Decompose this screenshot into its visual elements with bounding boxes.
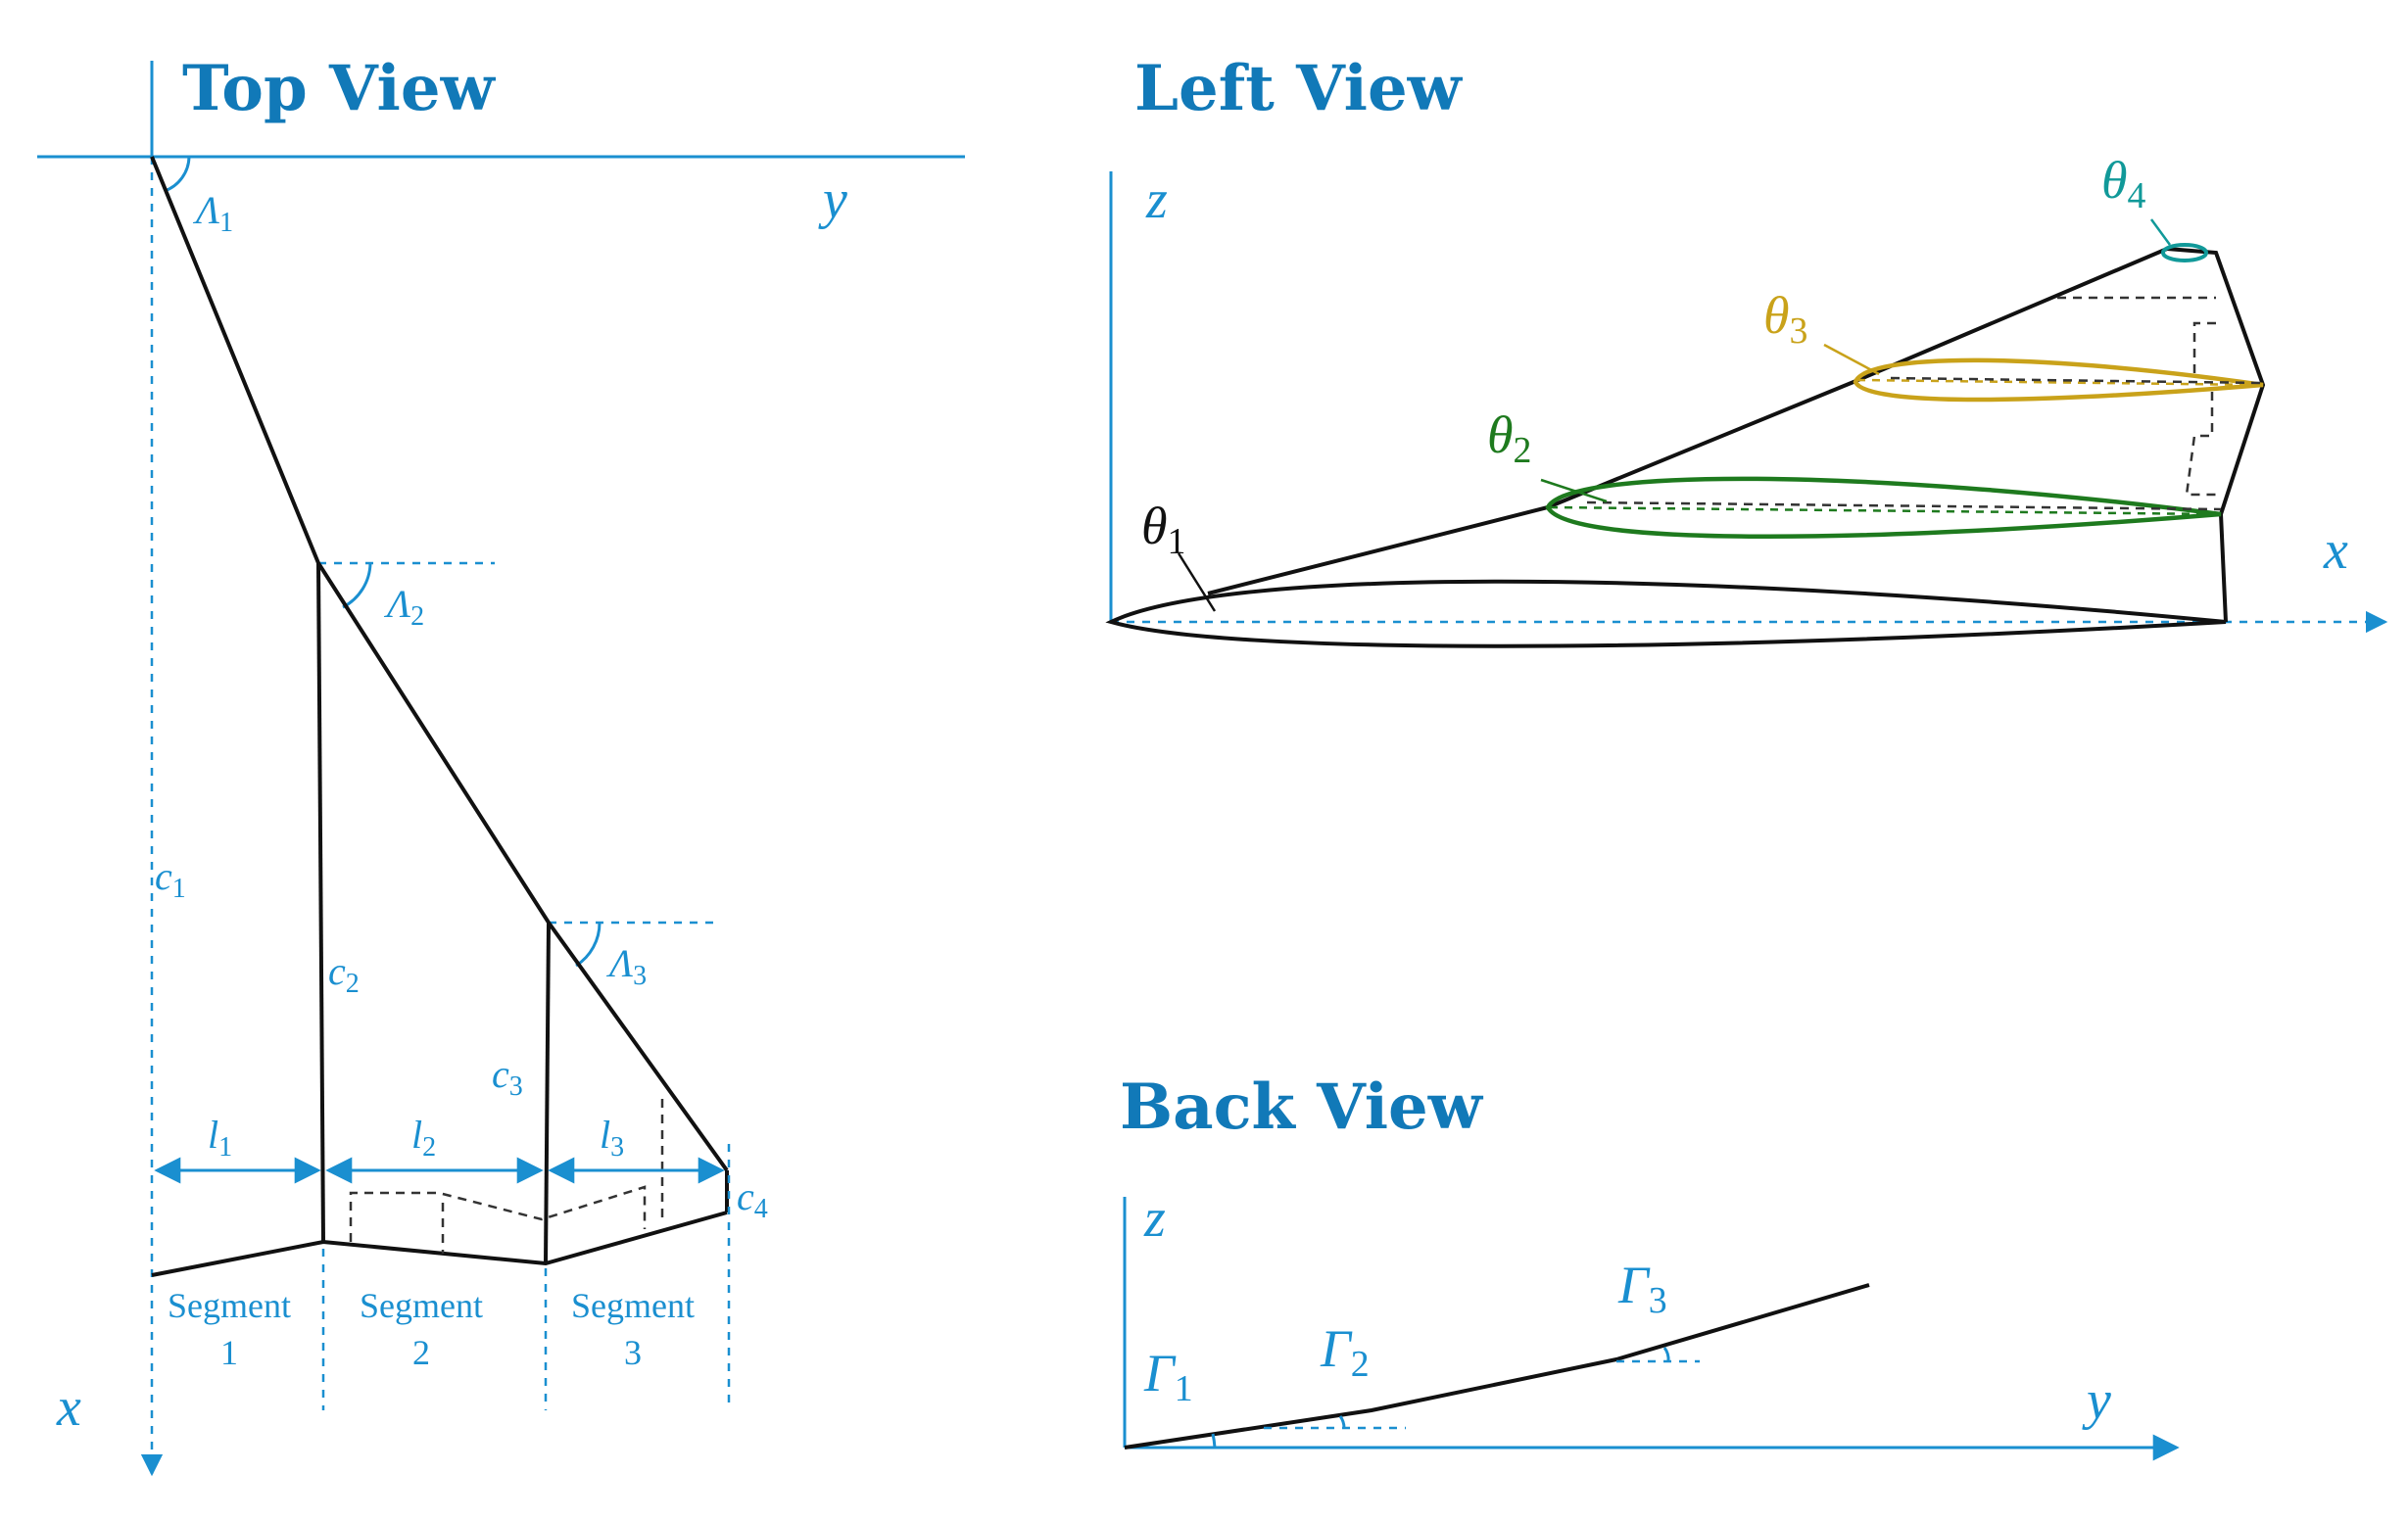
theta-label-3: θ3: [1763, 286, 1807, 352]
back-view-wing-line: [1124, 1283, 1870, 1450]
theta-label-2: θ2: [1487, 405, 1531, 471]
top-view-panel: Top View y x Λ1: [37, 52, 965, 1477]
theta-4-leader: [2149, 218, 2172, 246]
segment-2-reference: [1586, 500, 2222, 511]
back-view-y-axis-label: y: [2082, 1370, 2111, 1431]
sweep-angle-2-arc: [342, 562, 372, 609]
root-airfoil: [1105, 579, 2227, 648]
flap-outline: [349, 1185, 647, 1242]
segment-2-label: Segment: [360, 1286, 483, 1325]
segment-2-chord: [1549, 505, 2222, 516]
segment-3-airfoil: [1853, 357, 2264, 403]
left-view-trailing-edge: [2166, 247, 2266, 623]
left-view-x-axis-label: x: [2323, 520, 2348, 581]
segment-3-number: 3: [624, 1333, 642, 1372]
dihedral-angle-2-arc: [1338, 1415, 1346, 1429]
top-view-x-axis-label: x: [56, 1377, 81, 1438]
back-view-title: Back View: [1120, 1070, 1484, 1144]
chord-3-line: [544, 922, 551, 1264]
segment-2-airfoil: [1545, 476, 2222, 540]
chord-label-2: c2: [328, 949, 360, 999]
segment-3-label: Segment: [571, 1286, 695, 1325]
left-view-panel: Left View z x θ1 θ2 θ3 θ4: [1105, 52, 2388, 648]
chord-2-line: [316, 562, 325, 1243]
lower-control-surface: [2185, 392, 2221, 497]
theta-label-1: θ1: [1141, 497, 1185, 562]
theta-label-4: θ4: [2101, 151, 2146, 216]
sweep-label-1: Λ1: [192, 188, 233, 238]
segment-1-number: 1: [220, 1333, 238, 1372]
segment-2-number: 2: [412, 1333, 430, 1372]
upper-control-surface: [2192, 321, 2216, 378]
leading-edge: [150, 156, 729, 1172]
trailing-edge: [151, 1211, 728, 1277]
dihedral-angle-1-arc: [1211, 1433, 1217, 1449]
left-view-leading-edge: [1207, 247, 2168, 595]
left-view-z-axis-label: z: [1145, 169, 1168, 230]
top-view-title: Top View: [182, 52, 497, 125]
theta-3-leader: [1823, 343, 1880, 376]
sweep-label-3: Λ3: [605, 941, 647, 991]
length-label-1: l1: [208, 1113, 232, 1163]
segment-1-label: Segment: [168, 1286, 291, 1325]
sweep-label-2: Λ2: [383, 582, 424, 632]
back-view-z-axis-label: z: [1143, 1188, 1166, 1249]
gamma-label-3: Γ3: [1617, 1256, 1667, 1321]
gamma-label-1: Γ1: [1143, 1344, 1193, 1409]
chord-label-3: c3: [492, 1052, 523, 1102]
left-view-title: Left View: [1134, 52, 1464, 125]
chord-label-4: c4: [737, 1174, 768, 1224]
dihedral-angle-3-arc: [1662, 1347, 1670, 1362]
length-label-3: l3: [600, 1113, 624, 1163]
gamma-label-2: Γ2: [1320, 1319, 1370, 1385]
top-view-y-axis-label: y: [818, 169, 847, 230]
tip-airfoil: [2161, 243, 2208, 262]
sweep-angle-1-arc: [164, 156, 191, 193]
sweep-angle-3-arc: [575, 922, 602, 968]
segment-3-chord: [1856, 378, 2264, 387]
theta-2-leader: [1540, 478, 1608, 503]
chord-label-1: c1: [155, 854, 186, 904]
back-view-panel: Back View z y Γ1 Γ2 Γ3: [1120, 1070, 2180, 1461]
theta-1-leader: [1177, 552, 1217, 612]
length-label-2: l2: [411, 1113, 436, 1163]
